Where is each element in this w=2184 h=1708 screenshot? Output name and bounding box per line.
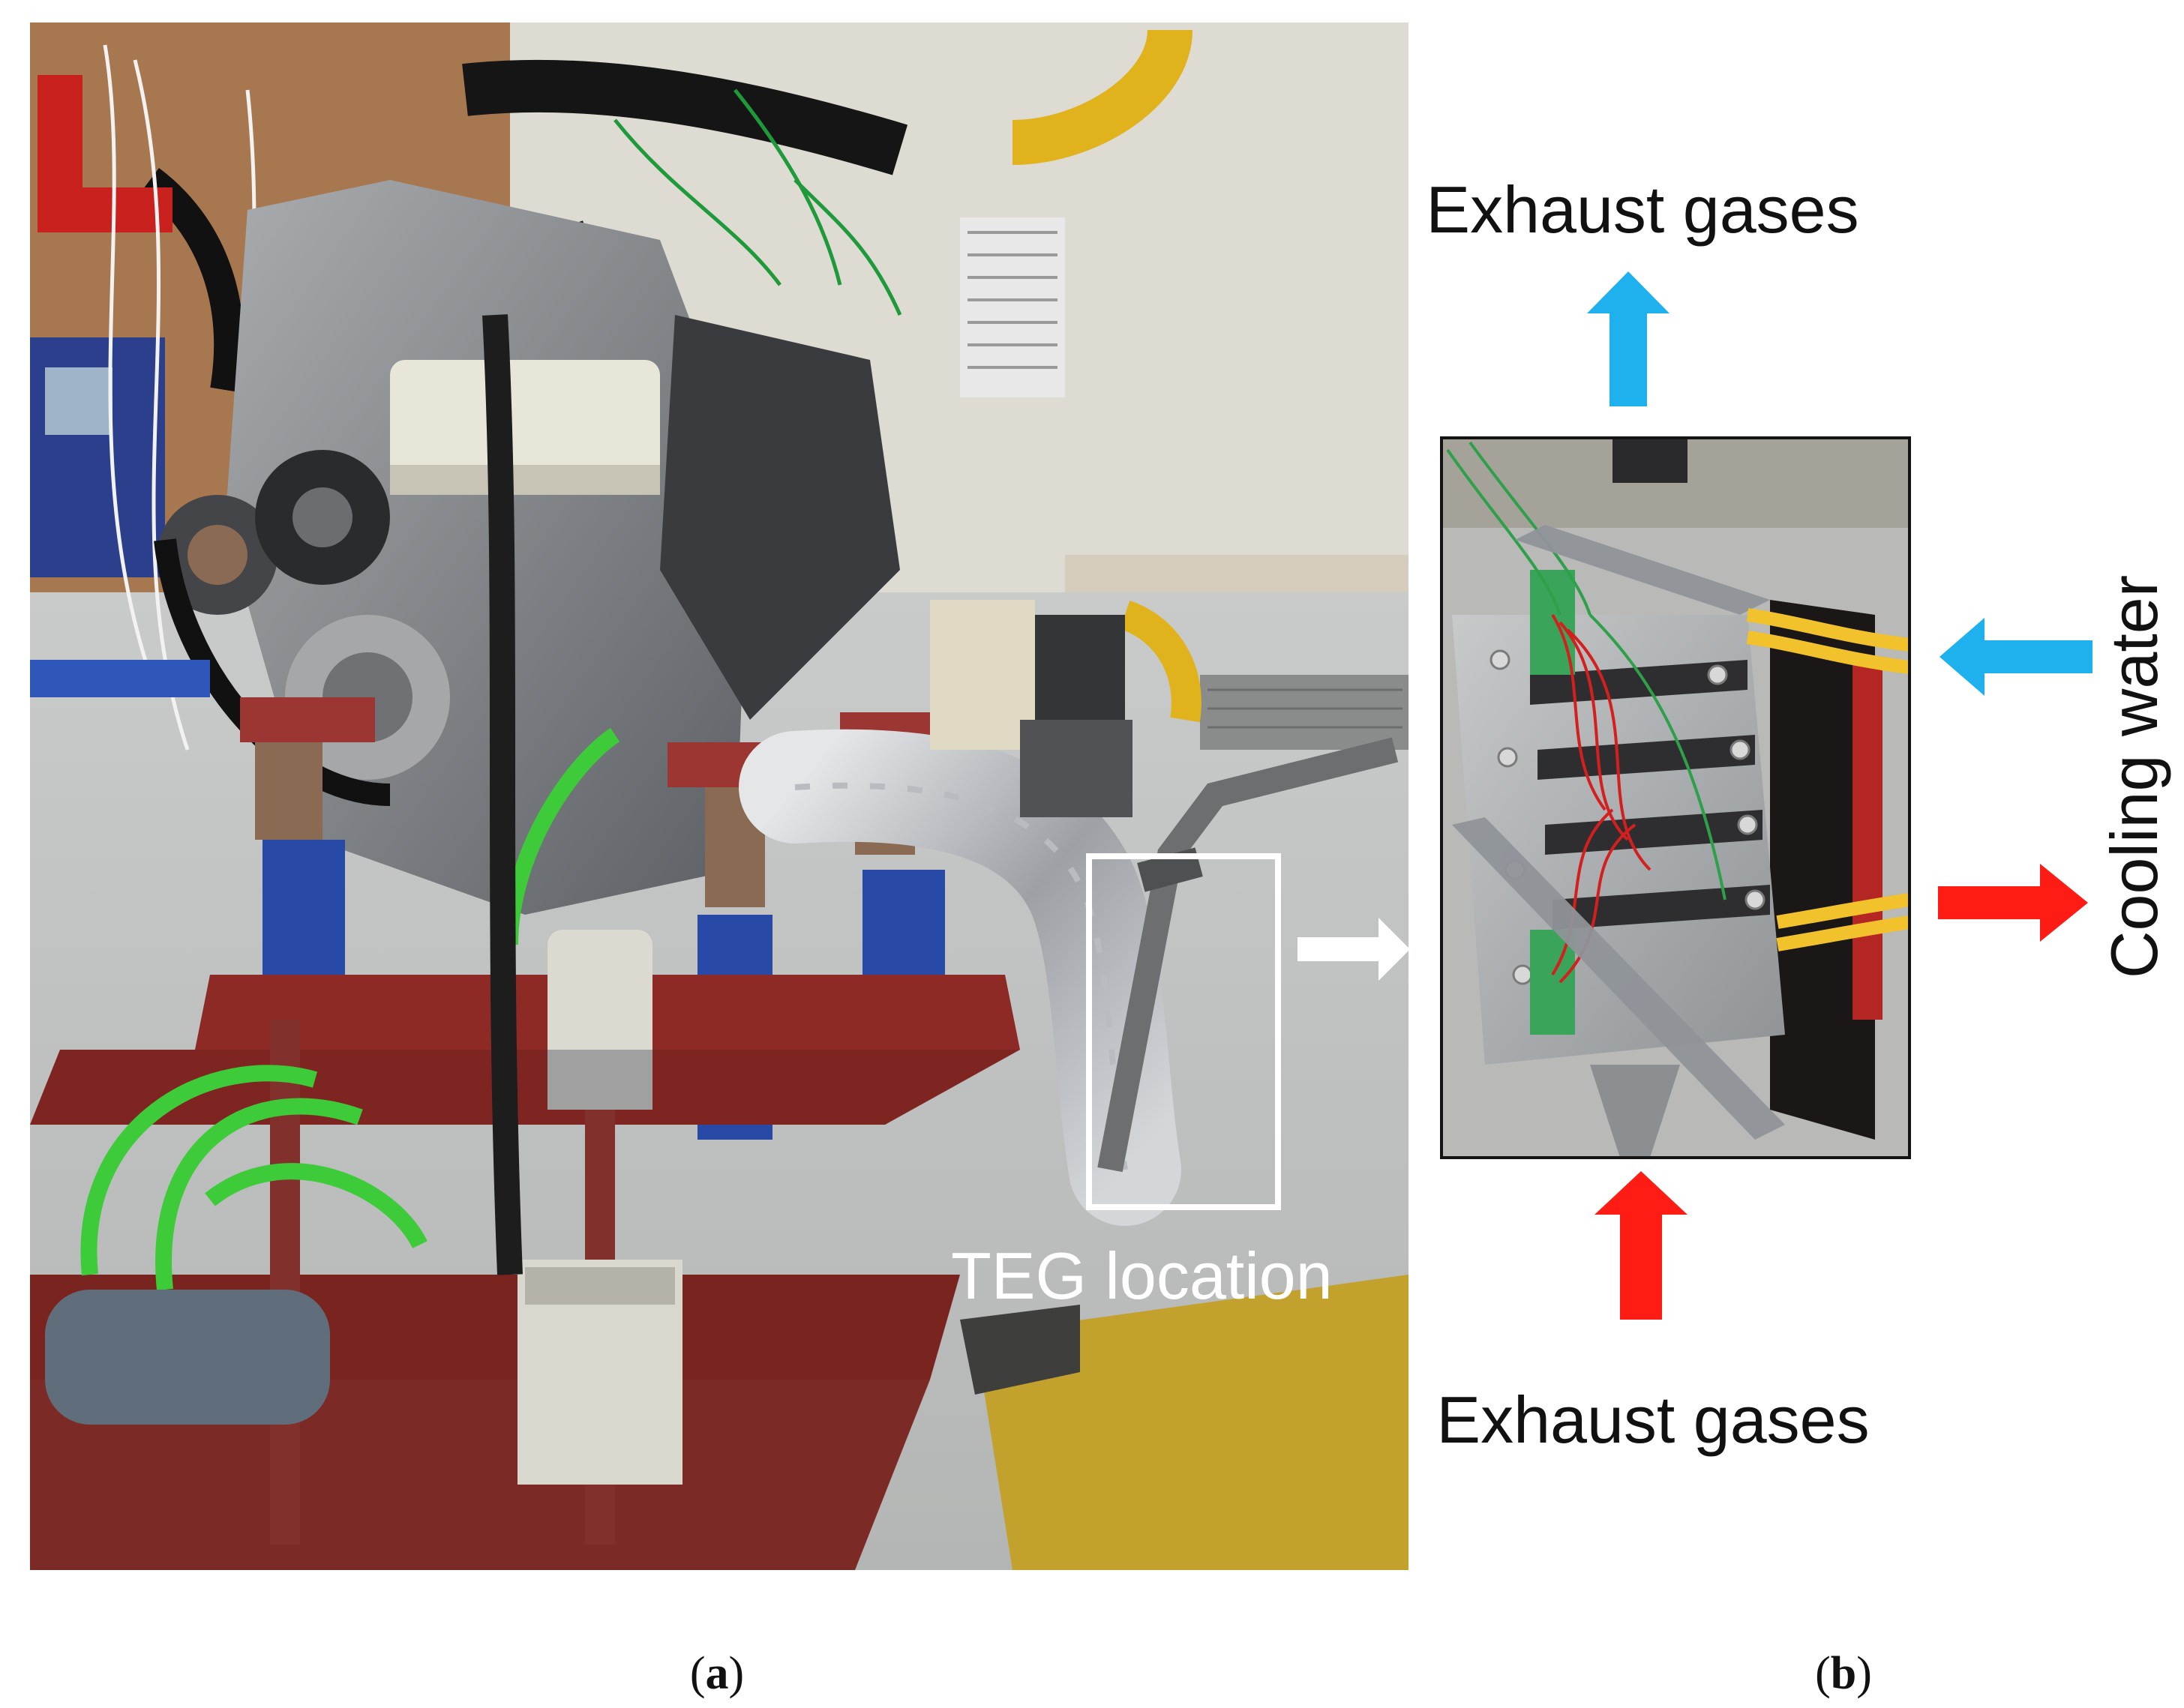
subcaption-a: (a) — [690, 1648, 744, 1699]
exhaust-inlet-arrow-icon — [1594, 1171, 1688, 1320]
cooling-water-label: Cooling water — [2097, 575, 2171, 978]
subcaption-b-letter: b — [1831, 1648, 1856, 1699]
exhaust-outlet-arrow-icon — [1587, 271, 1670, 406]
teg-module-closeup-photo — [1442, 438, 1911, 1158]
cooling-water-outlet-arrow-icon — [1938, 864, 2088, 942]
cooling-water-inlet-arrow-icon — [1940, 618, 2092, 696]
subcaption-a-close: ) — [729, 1648, 745, 1699]
subcaption-a-open: ( — [690, 1648, 706, 1699]
engine-test-bench-photo — [30, 22, 1408, 1570]
exhaust-gases-inlet-label: Exhaust gases — [1436, 1383, 1869, 1457]
subcaption-a-letter: a — [706, 1648, 729, 1699]
teg-location-label: TEG location — [951, 1239, 1333, 1313]
exhaust-gases-outlet-label: Exhaust gases — [1426, 172, 1858, 247]
subcaption-b-open: ( — [1815, 1648, 1831, 1699]
subcaption-b-close: ) — [1856, 1648, 1872, 1699]
teg-location-frame — [1086, 853, 1281, 1210]
pointer-arrow-icon — [1298, 918, 1410, 981]
teg-module-closeup-frame — [1440, 436, 1911, 1159]
subcaption-b: (b) — [1815, 1648, 1872, 1699]
